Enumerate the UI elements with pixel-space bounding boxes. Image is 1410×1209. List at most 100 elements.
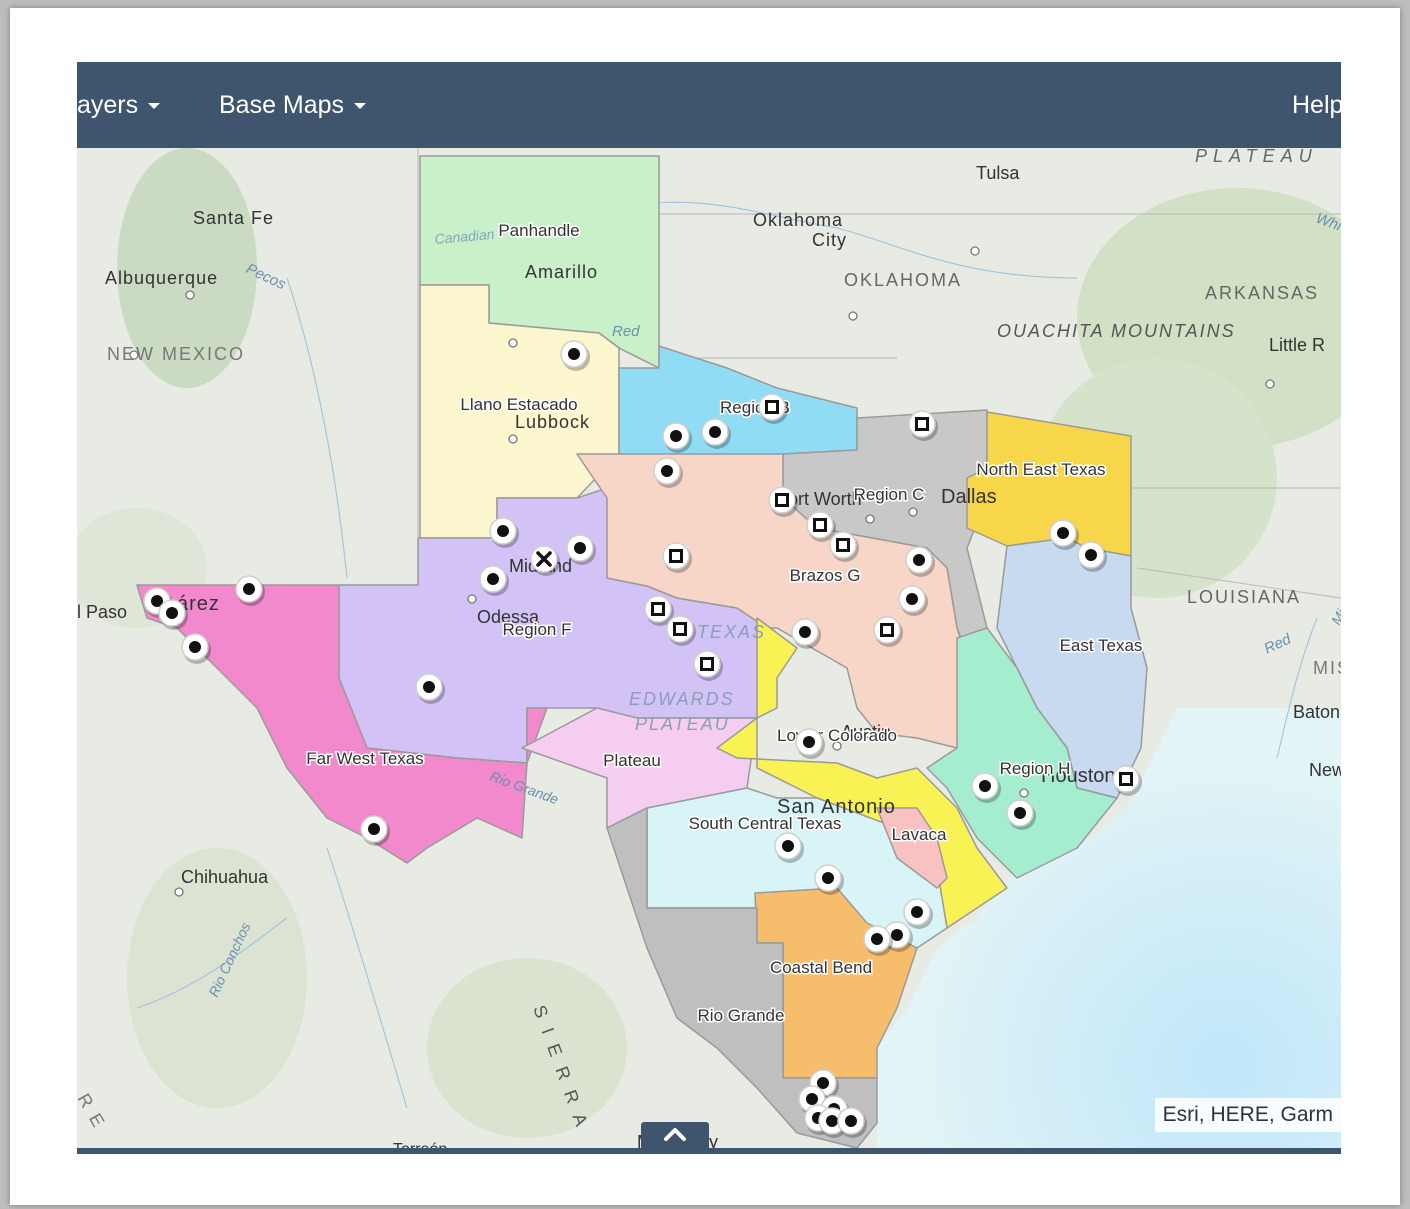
place-label: Dallas bbox=[941, 486, 997, 508]
region-label: Brazos G bbox=[790, 566, 861, 585]
station-markers bbox=[143, 340, 1142, 1138]
dot-marker-icon[interactable] bbox=[837, 1107, 867, 1138]
place-label: árez bbox=[177, 593, 220, 615]
region-label: Lavaca bbox=[892, 825, 947, 844]
region-lavaca[interactable] bbox=[876, 807, 948, 889]
map-app: ayers Base Maps Help bbox=[77, 62, 1341, 1154]
region-label: South Central Texas bbox=[689, 814, 842, 833]
square-marker-icon[interactable] bbox=[829, 531, 859, 562]
place-label: San Antonio bbox=[777, 796, 896, 818]
collapse-panel-button[interactable] bbox=[641, 1122, 709, 1148]
square-marker-icon[interactable] bbox=[873, 616, 903, 647]
region-label: Region H bbox=[1000, 759, 1071, 778]
square-marker-icon[interactable] bbox=[758, 393, 788, 424]
chevron-up-icon bbox=[664, 1128, 686, 1141]
region-h[interactable] bbox=[926, 627, 1118, 879]
region-north-east-texas[interactable] bbox=[966, 411, 1132, 557]
dot-marker-icon[interactable] bbox=[971, 772, 1001, 803]
x-marker-icon[interactable] bbox=[530, 545, 560, 576]
city-dot-icon bbox=[865, 514, 875, 524]
texas-regions bbox=[136, 155, 1148, 1149]
square-marker-icon[interactable] bbox=[1112, 765, 1142, 796]
dot-marker-icon[interactable] bbox=[360, 815, 390, 846]
square-marker-icon[interactable] bbox=[693, 650, 723, 681]
dot-marker-icon[interactable] bbox=[662, 422, 692, 453]
place-label: Houston bbox=[1041, 765, 1116, 787]
place-label: Austin bbox=[841, 722, 891, 742]
region-label: East Texas bbox=[1060, 636, 1143, 655]
dot-marker-icon[interactable] bbox=[814, 864, 844, 895]
map-attribution: Esri, HERE, Garm bbox=[1154, 1098, 1341, 1132]
city-dot-icon bbox=[129, 350, 139, 360]
square-marker-icon[interactable] bbox=[644, 595, 674, 626]
place-label: PLATEAU bbox=[1195, 148, 1318, 166]
region-label: Region F bbox=[503, 620, 572, 639]
layers-menu-label: ayers bbox=[77, 91, 139, 119]
dot-marker-icon[interactable] bbox=[560, 340, 590, 371]
gulf-water bbox=[877, 708, 1341, 1154]
dot-marker-icon[interactable] bbox=[795, 728, 825, 759]
city-dot-icon bbox=[970, 246, 980, 256]
region-label: Region C bbox=[854, 485, 925, 504]
place-label: Albuquerque bbox=[105, 268, 218, 288]
page-frame: ayers Base Maps Help bbox=[10, 8, 1400, 1205]
place-label: Santa Fe bbox=[193, 208, 274, 228]
region-label: Far West Texas bbox=[306, 749, 423, 768]
place-label: Oklahoma bbox=[753, 210, 843, 230]
place-label: Tulsa bbox=[976, 163, 1020, 183]
square-marker-icon[interactable] bbox=[806, 511, 836, 542]
dot-marker-icon[interactable] bbox=[489, 517, 519, 548]
dot-marker-icon[interactable] bbox=[701, 418, 731, 449]
place-label: NEW MEXICO bbox=[107, 344, 245, 364]
dot-marker-icon[interactable] bbox=[653, 457, 683, 488]
dot-marker-icon[interactable] bbox=[1006, 799, 1036, 830]
dot-marker-icon[interactable] bbox=[181, 633, 211, 664]
dot-marker-icon[interactable] bbox=[158, 599, 188, 630]
dot-marker-icon[interactable] bbox=[1049, 519, 1079, 550]
city-dot-icon bbox=[185, 290, 195, 300]
dot-marker-icon[interactable] bbox=[415, 673, 445, 704]
region-brazos-g[interactable] bbox=[576, 453, 988, 749]
region-far-west-texas[interactable] bbox=[136, 584, 548, 864]
square-marker-icon[interactable] bbox=[768, 486, 798, 517]
region-rio-grande[interactable] bbox=[606, 807, 878, 1149]
place-label: LOUISIANA bbox=[1187, 587, 1301, 607]
dot-marker-icon[interactable] bbox=[774, 832, 804, 863]
city-dot-icon bbox=[508, 434, 518, 444]
place-label: Odessa bbox=[477, 607, 540, 627]
dot-marker-icon[interactable] bbox=[566, 534, 596, 565]
base-maps-menu[interactable]: Base Maps bbox=[219, 62, 367, 148]
dot-marker-icon[interactable] bbox=[235, 575, 265, 606]
square-marker-icon[interactable] bbox=[662, 542, 692, 573]
place-label: Lubbock bbox=[515, 412, 590, 432]
footer-bar bbox=[77, 1148, 1341, 1154]
city-dot-icon bbox=[174, 887, 184, 897]
dot-marker-icon[interactable] bbox=[905, 546, 935, 577]
region-label: Rio Grande bbox=[698, 1006, 785, 1025]
place-label: l Paso bbox=[77, 602, 127, 622]
dot-marker-icon[interactable] bbox=[898, 585, 928, 616]
city-dot-icon bbox=[508, 338, 518, 348]
dot-marker-icon[interactable] bbox=[863, 925, 893, 956]
dot-marker-icon[interactable] bbox=[791, 618, 821, 649]
region-label: Panhandle bbox=[498, 221, 579, 240]
dot-marker-icon[interactable] bbox=[903, 898, 933, 929]
square-marker-icon[interactable] bbox=[908, 410, 938, 441]
region-label: Llano Estacado bbox=[460, 395, 577, 414]
place-label: OKLAHOMA bbox=[844, 270, 962, 290]
region-label: Plateau bbox=[603, 751, 661, 770]
place-label: City bbox=[812, 230, 847, 250]
caret-down-icon bbox=[354, 103, 367, 110]
dot-marker-icon[interactable] bbox=[1077, 541, 1107, 572]
help-menu[interactable]: Help bbox=[1292, 62, 1341, 148]
help-menu-label: Help bbox=[1292, 91, 1341, 119]
place-label: PLATEAU bbox=[635, 714, 730, 734]
place-label: Little R bbox=[1269, 335, 1325, 355]
dot-marker-icon[interactable] bbox=[479, 565, 509, 596]
layers-menu[interactable]: ayers bbox=[77, 62, 161, 148]
city-dot-icon bbox=[908, 507, 918, 517]
square-marker-icon[interactable] bbox=[666, 615, 696, 646]
region-label: Coastal Bend bbox=[770, 958, 872, 977]
place-label: ARKANSAS bbox=[1205, 283, 1319, 303]
